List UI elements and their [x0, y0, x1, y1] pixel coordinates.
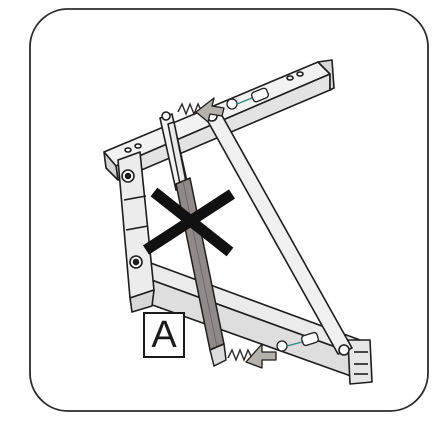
- cross-mark-icon: [142, 187, 236, 257]
- arrow-icon: [245, 343, 277, 369]
- callout-label-a: A: [143, 312, 185, 358]
- side-bracket: [117, 151, 155, 313]
- bottom-screw: [276, 331, 320, 352]
- arrow-icon: [195, 97, 225, 123]
- top-spring: [177, 102, 203, 116]
- top-screw: [226, 87, 270, 110]
- bottom-spring: [227, 348, 253, 362]
